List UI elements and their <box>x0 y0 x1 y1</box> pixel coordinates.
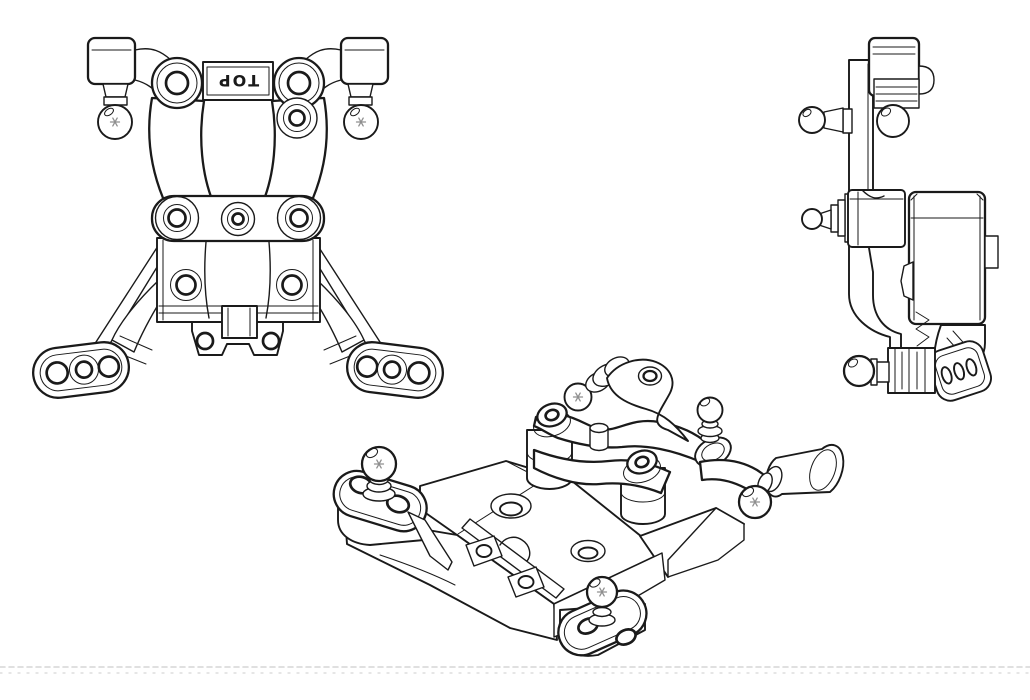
body-block <box>907 190 987 326</box>
slot-hole <box>953 362 966 381</box>
pad-hole <box>97 355 121 378</box>
pad-hole <box>615 628 637 646</box>
side-view <box>798 36 999 402</box>
ball-stud-right <box>343 83 379 140</box>
pad-hole <box>406 361 431 385</box>
iso-pad-bottom <box>557 589 648 657</box>
hub-left <box>150 56 204 110</box>
rocker-lower-plate <box>532 448 672 495</box>
plate-hole-left <box>175 274 197 296</box>
front-view: TOP <box>32 36 444 399</box>
ball-stud-left <box>97 83 133 140</box>
pad-hole <box>385 494 411 514</box>
pivot-ball <box>801 208 823 230</box>
side-protrusion <box>900 261 914 301</box>
iso-ball-pivot <box>737 484 773 520</box>
center-tab <box>221 305 258 339</box>
socket-screw-upper <box>533 402 571 438</box>
socket-screw-lower <box>623 449 661 484</box>
isometric-view <box>332 356 845 657</box>
bracket-hole <box>195 331 215 351</box>
end-cap-right <box>339 36 390 86</box>
top-marking: TOP <box>217 71 259 90</box>
clamp-band <box>873 78 920 109</box>
end-cap-left <box>86 36 137 86</box>
hub-right <box>272 56 326 110</box>
slot-hole <box>940 366 953 385</box>
boss-concentric <box>276 97 318 139</box>
top-marking-plate: TOP <box>202 61 274 101</box>
iso-ball-stud-right <box>696 396 724 444</box>
pad-hole <box>45 361 70 385</box>
ball-stud-lower <box>842 354 890 388</box>
pad-hole <box>355 355 379 378</box>
center-post <box>589 422 609 452</box>
iso-ball-stud-bottom <box>585 575 619 627</box>
plate-hole-right <box>281 274 303 296</box>
lever-arm <box>606 358 689 442</box>
blade-strut <box>407 511 453 571</box>
wing-strut-left-lower <box>111 279 162 353</box>
linkage-row <box>150 194 326 243</box>
lever-hole <box>637 366 663 386</box>
side-plate <box>848 59 902 349</box>
spring-squiggle <box>915 311 930 347</box>
plate-counterbore <box>499 501 523 517</box>
pad-hole <box>382 360 402 379</box>
roller-stack <box>887 347 936 394</box>
link-ball <box>876 104 910 138</box>
plate-counterbore <box>577 546 599 560</box>
pad-hole <box>74 360 94 379</box>
foot-pad-left <box>32 341 130 399</box>
foot-pad-right <box>346 341 444 399</box>
side-tab <box>984 235 999 269</box>
slot-hole <box>965 358 978 377</box>
ball-stud-upper <box>798 106 853 134</box>
slot-pad <box>928 340 992 402</box>
bracket-hole <box>261 331 281 351</box>
body-left-box <box>847 189 906 248</box>
iso-ball-stud-left <box>360 445 398 502</box>
